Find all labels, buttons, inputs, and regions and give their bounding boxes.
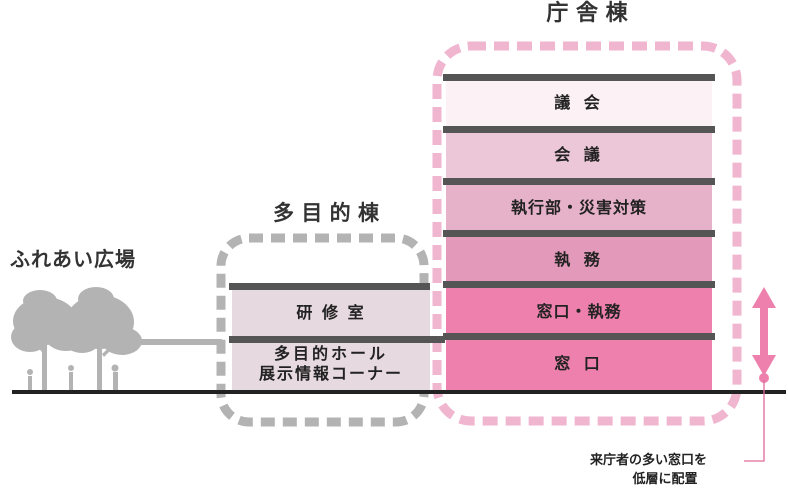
annotation-arrow <box>752 287 776 376</box>
floor-slab <box>443 333 715 340</box>
annotation-leader-line <box>744 380 765 462</box>
floor-slab <box>229 283 430 290</box>
floor-label-madoguchi: 窓 口 <box>554 354 604 373</box>
floor-slab <box>443 281 715 288</box>
floor-label-kenshu: 研 修 室 <box>296 303 366 322</box>
floor-slab <box>229 336 445 343</box>
floor-label-hall-line2: 展示情報コーナー <box>258 364 403 383</box>
floor-band-madoguchi <box>446 336 712 390</box>
plaza-title: ふれあい広場 <box>10 247 136 271</box>
floor-slab <box>443 126 715 133</box>
floor-band-hall <box>232 340 430 390</box>
annotation-text-line1: 来庁者の多い窓口を <box>590 453 708 468</box>
floor-label-kaigi: 会 議 <box>554 145 604 164</box>
main-building-title: 庁 舎 棟 <box>546 1 628 26</box>
floor-slab <box>443 178 715 185</box>
floor-label-hall-line1: 多目的ホール <box>273 344 388 363</box>
annotation-dot <box>759 373 769 383</box>
floor-band-madoguchi-shimu <box>446 284 712 336</box>
floor-label-madoguchi-shimu: 窓口・執務 <box>536 302 622 321</box>
floor-band-shimu <box>446 233 712 284</box>
plaza-trees-illustration <box>11 287 142 390</box>
multi-building-title: 多 目 的 棟 <box>273 201 379 225</box>
floor-band-gikai <box>446 78 712 129</box>
connector-bridge <box>140 339 222 345</box>
floor-band-shikkobu <box>446 181 712 233</box>
floor-label-shikkobu: 執行部・災害対策 <box>510 198 647 217</box>
main-building-frame <box>432 41 742 426</box>
annotation-text-line2: 低層に配置 <box>632 472 698 487</box>
floor-label-shimu: 執 務 <box>554 250 604 269</box>
multi-building-floors <box>229 283 445 390</box>
ground-line <box>12 390 786 394</box>
floor-slab <box>443 230 715 237</box>
floor-band-kaigi <box>446 129 712 181</box>
floor-slab <box>443 74 715 81</box>
floor-band-kenshu <box>232 289 430 337</box>
floor-label-gikai: 議 会 <box>554 93 604 112</box>
main-building-floors <box>443 74 715 390</box>
